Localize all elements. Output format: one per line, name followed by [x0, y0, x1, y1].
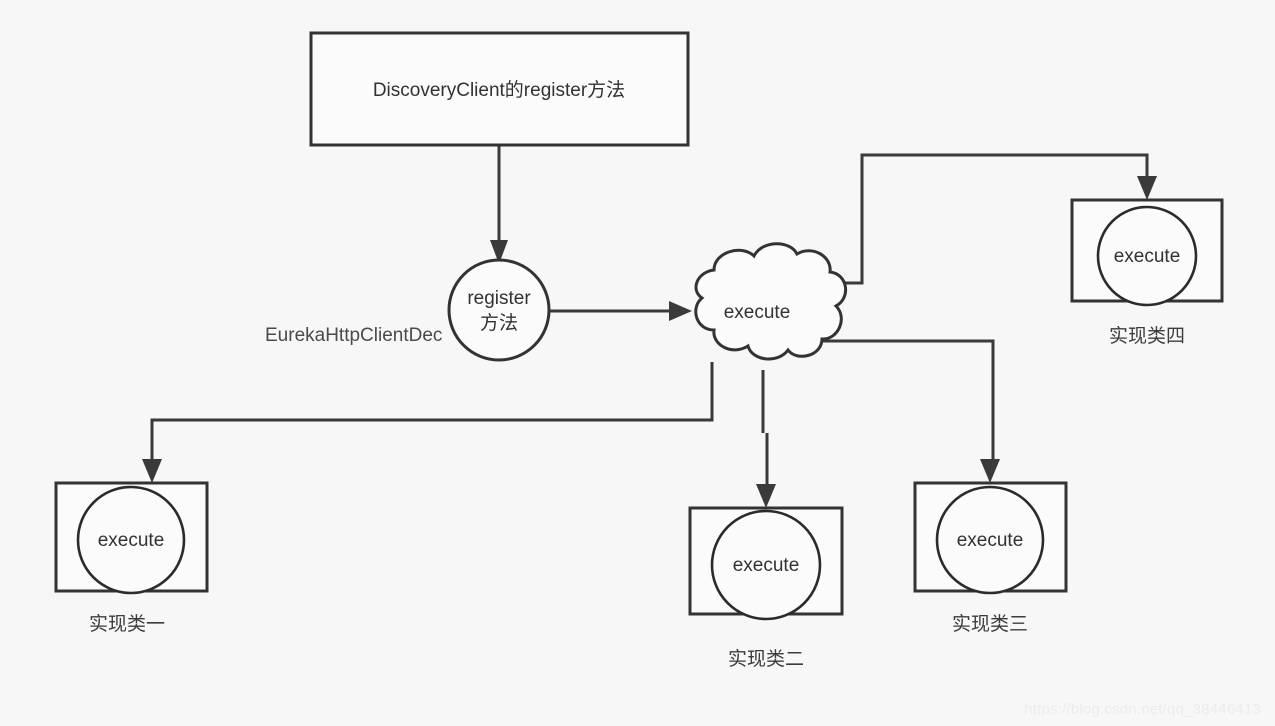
node-impl4[interactable] [1070, 198, 1224, 307]
impl3-execute-label: execute [956, 530, 1024, 551]
eureka-http-client-decorator-text: EurekaHttpClientDec [265, 325, 443, 346]
node-register-circle[interactable] [447, 258, 551, 362]
edge-cloud-to-impl3 [820, 339, 1000, 483]
edge-cloud-to-impl1 [142, 362, 714, 483]
edge-top-box-to-register [490, 145, 508, 264]
register-circle-label-line2: 方法 [479, 313, 519, 334]
node-cloud[interactable] [694, 242, 847, 361]
impl1-caption: 实现类一 [88, 614, 166, 635]
node-top-box[interactable] [309, 31, 690, 147]
edge-register-to-cloud [549, 301, 692, 321]
impl4-execute-label: execute [1113, 246, 1181, 267]
node-impl2[interactable] [688, 506, 844, 621]
impl3-caption: 实现类三 [951, 614, 1029, 635]
top-box-label: DiscoveryClient的register方法 [372, 80, 626, 101]
impl4-caption: 实现类四 [1108, 326, 1186, 347]
edge-cloud-to-impl2 [756, 370, 776, 508]
node-impl3[interactable] [913, 481, 1068, 595]
impl2-execute-label: execute [732, 555, 800, 576]
impl1-execute-label: execute [97, 530, 165, 551]
register-circle-label: register 方法 [467, 286, 530, 336]
csdn-watermark: https://blog.csdn.net/qq_38446413 [1024, 701, 1261, 718]
node-impl1[interactable] [54, 481, 209, 595]
edge-cloud-to-impl4 [818, 153, 1157, 285]
impl2-caption: 实现类二 [727, 649, 805, 670]
register-circle-label-line1: register [467, 288, 531, 309]
cloud-label: execute [723, 302, 791, 323]
